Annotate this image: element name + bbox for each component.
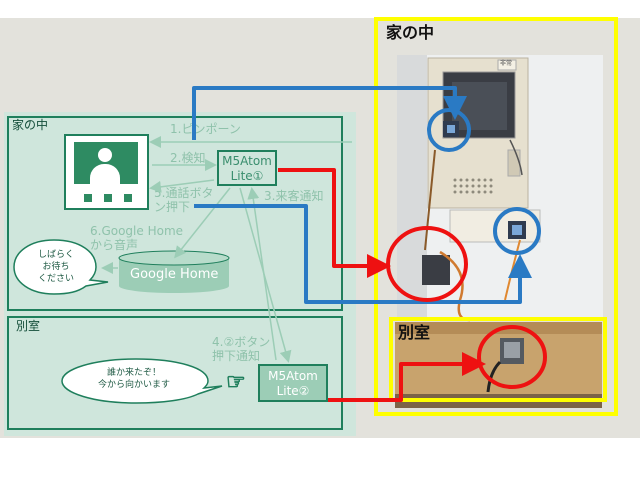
- m5atom-1-line1: M5Atom: [222, 154, 272, 168]
- step-5-line1: 5.通話ボタ: [154, 186, 214, 200]
- m5atom-lite-2-box: M5Atom Lite②: [258, 364, 328, 402]
- m5atom-1-line2: Lite①: [230, 169, 264, 183]
- bubble-wait-line2: お待ち: [42, 262, 70, 272]
- red-circle-relay: [386, 226, 468, 302]
- bubble-coming-line1: 誰か来たぞ！: [106, 368, 161, 378]
- relay-device: [422, 255, 450, 285]
- step-4-line1: 4.②ボタン: [212, 335, 271, 349]
- red-circle-room-device: [477, 325, 547, 389]
- bubble-wait-text: しばらく お待ち ください: [24, 249, 88, 285]
- step-1-label: 1.ピンポーン: [170, 122, 241, 136]
- bubble-coming-line2: 今から向かいます: [97, 380, 170, 390]
- step-5-line2: ン押下: [154, 200, 191, 214]
- room-frame: [7, 316, 343, 430]
- step-4-label: 4.②ボタン 押下通知: [212, 335, 270, 363]
- bubble-coming-text: 誰か来たぞ！ 今から向かいます: [66, 367, 202, 391]
- bubble-wait-line1: しばらく: [37, 250, 74, 260]
- bubble-wait-line3: ください: [37, 274, 74, 284]
- step-6-line2: から音声: [90, 238, 139, 252]
- room-yellow-frame: [389, 317, 607, 402]
- speaker-grid: [453, 178, 493, 194]
- m5atom-lite-1-box: M5Atom Lite①: [217, 150, 277, 186]
- step-2-label: 2.検知: [170, 151, 206, 165]
- green-flow-arrows: [101, 136, 352, 363]
- photo-label-home: 家の中: [386, 23, 435, 42]
- home-frame: [7, 116, 343, 311]
- intercom-icon: [64, 134, 149, 210]
- room-title: 別室: [16, 319, 41, 333]
- google-home-label: Google Home: [130, 267, 219, 282]
- step-3-label: 3.来客通知: [264, 189, 324, 203]
- blue-circle-wall-device: [493, 207, 541, 255]
- blue-circle-top-device: [427, 108, 471, 152]
- pointing-hand-icon: ☞: [226, 369, 247, 395]
- red-flow-arrows: [278, 168, 486, 402]
- blue-flow-arrows: [192, 86, 532, 304]
- step-6-label: 6.Google Home から音声: [90, 224, 183, 252]
- left-panel-title: 家の中: [12, 118, 49, 132]
- step-5-label: 5.通話ボタ ン押下: [154, 186, 213, 214]
- google-home-cylinder: [118, 250, 230, 293]
- step-6-line1: 6.Google Home: [90, 224, 184, 238]
- bubble-coming: [61, 358, 223, 404]
- m5atom-2-line2: Lite②: [276, 384, 310, 398]
- intercom-badge: 非常: [500, 60, 513, 67]
- step-4-line2: 押下通知: [212, 349, 261, 363]
- photo-label-room: 別室: [398, 323, 431, 342]
- bubble-wait: [13, 239, 109, 295]
- home-yellow-frame: [374, 17, 618, 416]
- m5atom-2-line1: M5Atom: [268, 369, 318, 383]
